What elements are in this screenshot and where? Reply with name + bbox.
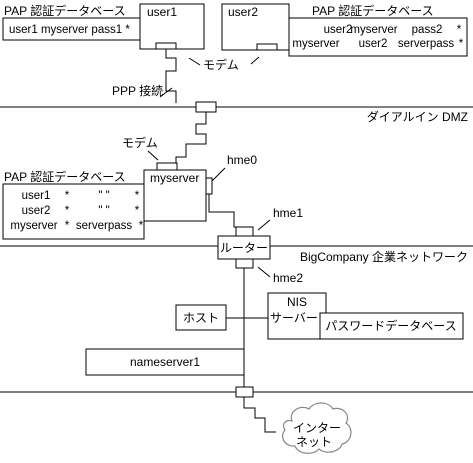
- router-label: ルーター: [220, 241, 268, 255]
- internet-connector: [235, 386, 254, 398]
- hme0-pointer: [211, 167, 226, 182]
- myserver-hme0-port: [205, 177, 213, 195]
- dialin-dmz-label: ダイアルイン DMZ: [367, 109, 468, 124]
- ppp-link-line: [165, 49, 177, 103]
- pap-db-user2-cell: myserver: [350, 24, 397, 36]
- hme1-pointer: [257, 219, 271, 231]
- hme2-pointer: [257, 266, 271, 278]
- password-db-label: パスワードデータベース: [325, 318, 456, 333]
- modem-pointer-top: [188, 57, 201, 66]
- pap-db-label-user2: PAP 認証データベース: [312, 3, 434, 18]
- modem-pointer-mid: [147, 150, 159, 161]
- pap-db-user2-cell: pass2: [412, 24, 443, 36]
- pap-db-myserver-box: [2, 183, 145, 240]
- pap-db-user1-entry: user1 myserver pass1 *: [9, 24, 130, 36]
- modem-pointer-top: [250, 56, 260, 65]
- user1-modem: [155, 42, 177, 50]
- router-port-bottom: [235, 258, 254, 269]
- hme2-label: hme2: [273, 271, 303, 285]
- user1-label: user1: [147, 5, 177, 19]
- hme0-label: hme0: [227, 153, 257, 167]
- myserver-modem: [156, 162, 178, 171]
- pap-db-myserver-cell: user1: [22, 190, 51, 202]
- pap-db-myserver-cell: *: [139, 220, 144, 232]
- pap-db-label-user1: PAP 認証データベース: [4, 3, 126, 18]
- nameserver1-box[interactable]: [85, 348, 245, 376]
- corp-network-label: BigCompany 企業ネットワーク: [300, 249, 468, 264]
- pap-db-myserver-cell: *: [65, 220, 70, 232]
- internet-link-line: [243, 397, 276, 433]
- pap-db-myserver-cell: *: [135, 190, 140, 202]
- nis-server-box[interactable]: [267, 292, 327, 340]
- dmz-connector: [195, 101, 217, 113]
- user2-modem: [256, 43, 278, 51]
- pap-db-myserver-cell: *: [65, 190, 70, 202]
- host-box[interactable]: [175, 304, 227, 331]
- pap-db-user2-cell: *: [459, 38, 464, 50]
- pap-db-user2-table: user2 myserver pass2 * myserver user2 se…: [292, 24, 463, 50]
- nis-server-label-line1: NIS: [287, 295, 307, 309]
- dmz-to-myserver-line: [175, 112, 207, 166]
- user2-label: user2: [228, 5, 258, 19]
- pap-db-user2-cell: serverpass: [398, 38, 454, 50]
- nis-server-label-line2: サーバー: [270, 311, 318, 325]
- router-port-top: [235, 226, 254, 237]
- pap-db-myserver-cell: user2: [22, 205, 51, 217]
- myserver-box[interactable]: [143, 169, 207, 222]
- internet-cloud-icon: [282, 402, 352, 454]
- nameserver1-label: nameserver1: [130, 355, 200, 369]
- pap-db-user2-box: [288, 17, 468, 57]
- pap-db-user2-cell: *: [457, 24, 462, 36]
- hme1-label: hme1: [273, 206, 303, 220]
- pap-db-myserver-cell: *: [65, 205, 70, 217]
- pap-db-myserver-cell: myserver: [10, 220, 57, 232]
- pap-db-user2-cell: user2: [359, 38, 388, 50]
- pap-db-label-myserver: PAP 認証データベース: [4, 169, 126, 184]
- ppp-link-label: PPP 接続: [112, 83, 163, 98]
- pap-db-user2-cell: user2: [324, 24, 353, 36]
- pap-db-myserver-cell: " ": [98, 190, 109, 202]
- password-db-box: [319, 312, 464, 340]
- modem-label-mid: モデム: [122, 135, 158, 150]
- pap-db-myserver-cell: *: [135, 205, 140, 217]
- internet-label-line1: インター: [293, 421, 341, 435]
- pap-db-myserver-cell: " ": [98, 205, 109, 217]
- ppp-link-pointer: [159, 87, 173, 98]
- myserver-label: myserver: [150, 171, 199, 185]
- modem-label-top: モデム: [203, 57, 239, 72]
- pap-db-myserver-table: user1 * " " * user2 * " " * myserver * s…: [10, 190, 143, 232]
- pap-db-myserver-cell: serverpass: [76, 220, 132, 232]
- host-label: ホスト: [183, 311, 219, 325]
- internet-label-line2: ネット: [296, 435, 332, 449]
- pap-db-user2-cell: myserver: [292, 38, 339, 50]
